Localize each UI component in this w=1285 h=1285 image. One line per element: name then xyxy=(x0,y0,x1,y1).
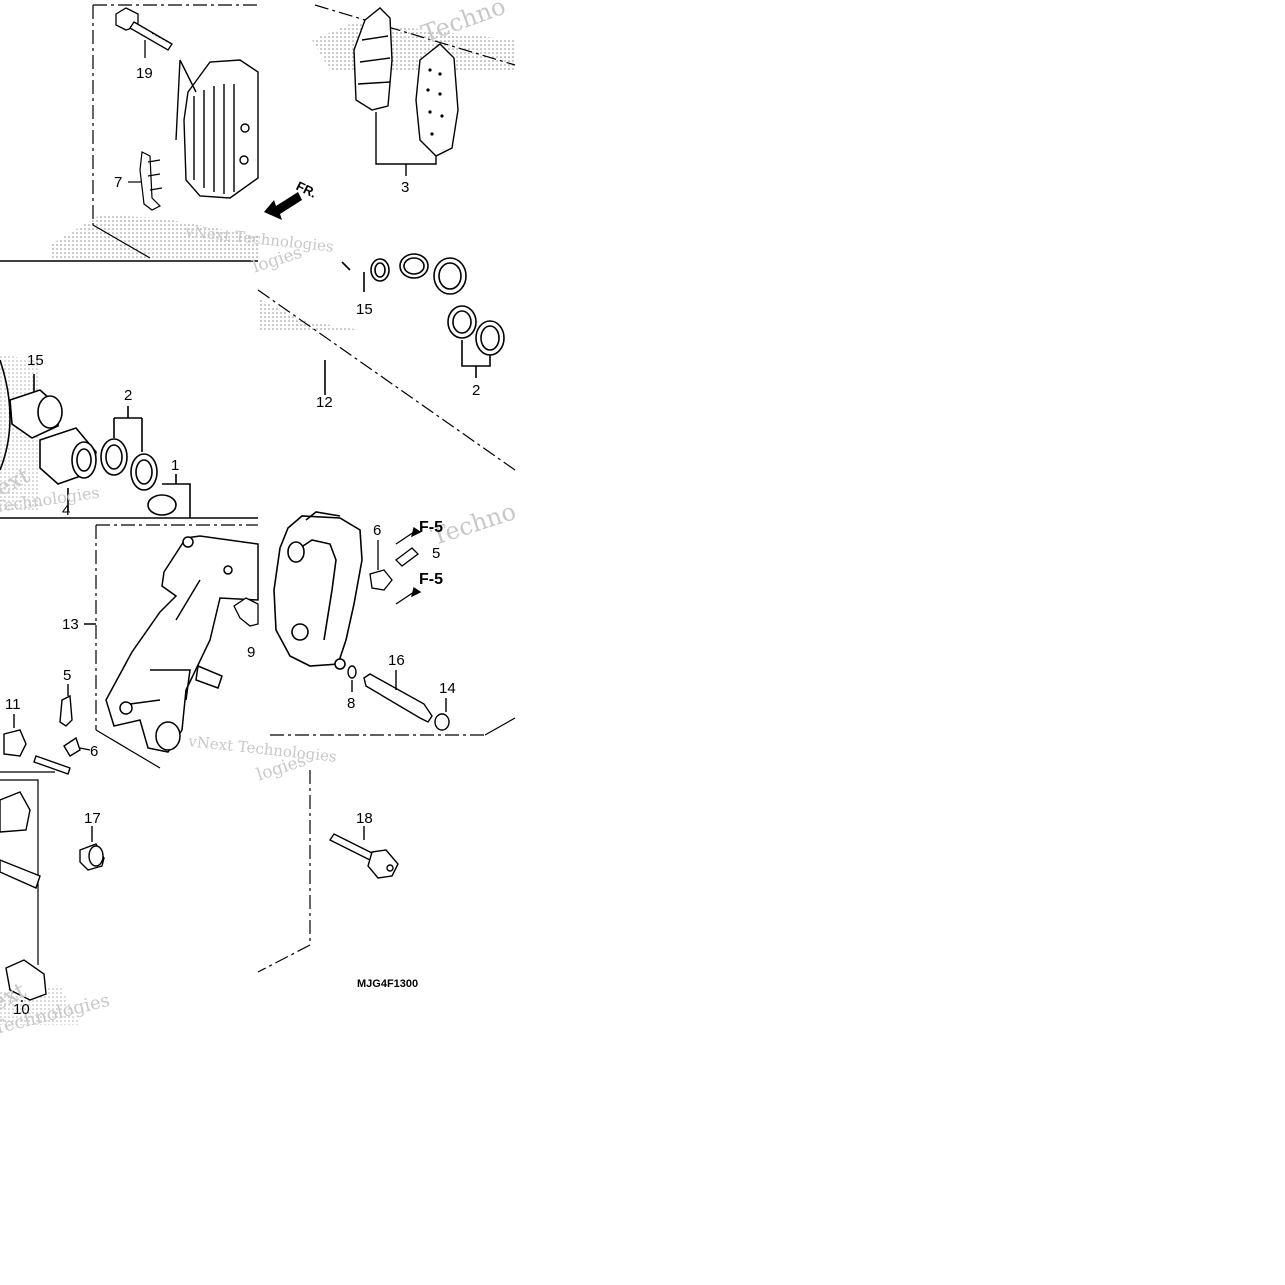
part-19-bolt xyxy=(115,7,173,58)
callout-8: 8 xyxy=(347,695,356,712)
panel-frames xyxy=(0,4,516,973)
callout-5: 5 xyxy=(63,667,72,684)
callout-19: 19 xyxy=(136,65,153,82)
callout-7: 7 xyxy=(114,174,123,191)
callout-10: 10 xyxy=(13,1001,30,1018)
callout-15: 15 xyxy=(356,301,373,318)
part-13-caliper-bracket xyxy=(84,535,259,753)
callout-6: 6 xyxy=(373,522,382,539)
callout-1: 1 xyxy=(171,457,180,474)
bleeder-valve-right xyxy=(369,526,422,605)
callout-14: 14 xyxy=(439,680,456,697)
callout-13: 13 xyxy=(62,616,79,633)
callout-2: 2 xyxy=(472,382,481,399)
callout-2: 2 xyxy=(124,387,133,404)
fluid-reference-f5[interactable]: F-5 xyxy=(419,519,443,536)
front-direction-arrow xyxy=(264,192,302,220)
callout-12: 12 xyxy=(316,394,333,411)
callout-9: 9 xyxy=(247,644,256,661)
callout-4: 4 xyxy=(62,502,71,519)
part-3-brake-pads xyxy=(353,7,459,176)
caliper-cover xyxy=(175,59,259,199)
caliper-body xyxy=(273,511,363,670)
callout-17: 17 xyxy=(84,810,101,827)
callout-5: 5 xyxy=(432,545,441,562)
part-7-pad-spring xyxy=(128,151,163,211)
piston-seals-right xyxy=(324,253,505,395)
callout-6: 6 xyxy=(90,743,99,760)
pistons-left xyxy=(0,359,191,518)
callout-18: 18 xyxy=(356,810,373,827)
pad-pin-assembly xyxy=(347,665,450,731)
callout-16: 16 xyxy=(388,652,405,669)
part-9-pad-retainer xyxy=(233,597,259,627)
callout-15: 15 xyxy=(27,352,44,369)
callout-11: 11 xyxy=(5,696,21,713)
diagram-code: MJG4F1300 xyxy=(357,978,419,990)
lower-left-parts xyxy=(3,684,91,775)
callout-3: 3 xyxy=(401,179,410,196)
bottom-parts xyxy=(0,791,399,1002)
fluid-reference-f5[interactable]: F-5 xyxy=(419,571,443,588)
